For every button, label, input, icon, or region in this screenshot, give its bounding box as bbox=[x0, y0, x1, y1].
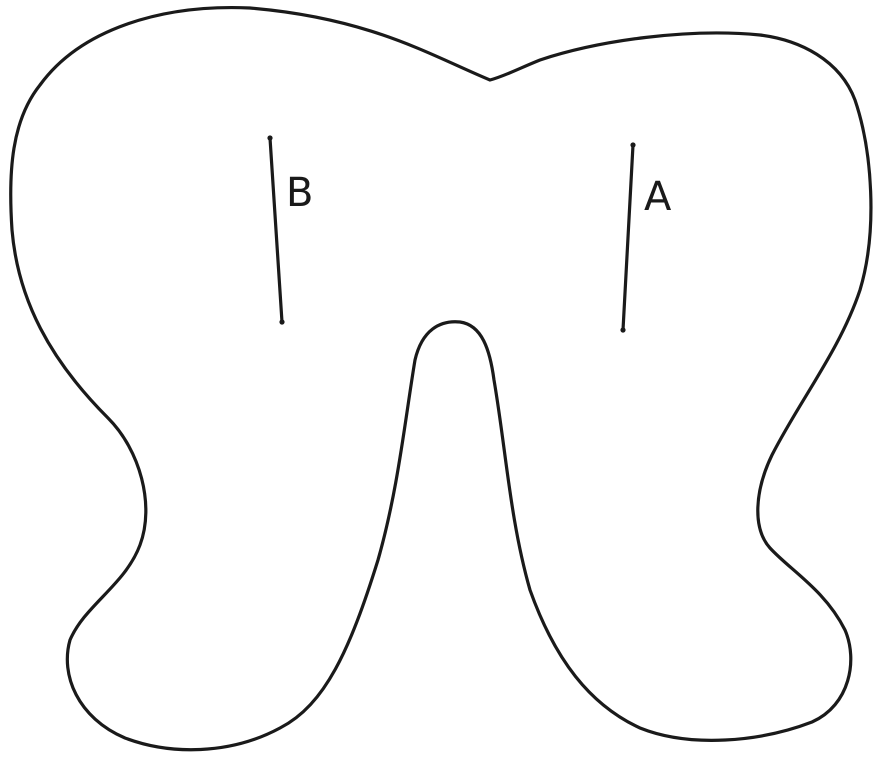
reference-line-b-top-dot bbox=[267, 135, 272, 140]
label-b: B bbox=[286, 170, 313, 216]
reference-line-a bbox=[623, 145, 633, 330]
reference-line-b bbox=[270, 138, 282, 322]
reference-line-b-bottom-dot bbox=[279, 319, 284, 324]
reference-line-a-top-dot bbox=[630, 142, 635, 147]
reference-line-a-bottom-dot bbox=[620, 327, 625, 332]
tooth-outline bbox=[11, 8, 871, 750]
label-a: A bbox=[644, 174, 672, 220]
